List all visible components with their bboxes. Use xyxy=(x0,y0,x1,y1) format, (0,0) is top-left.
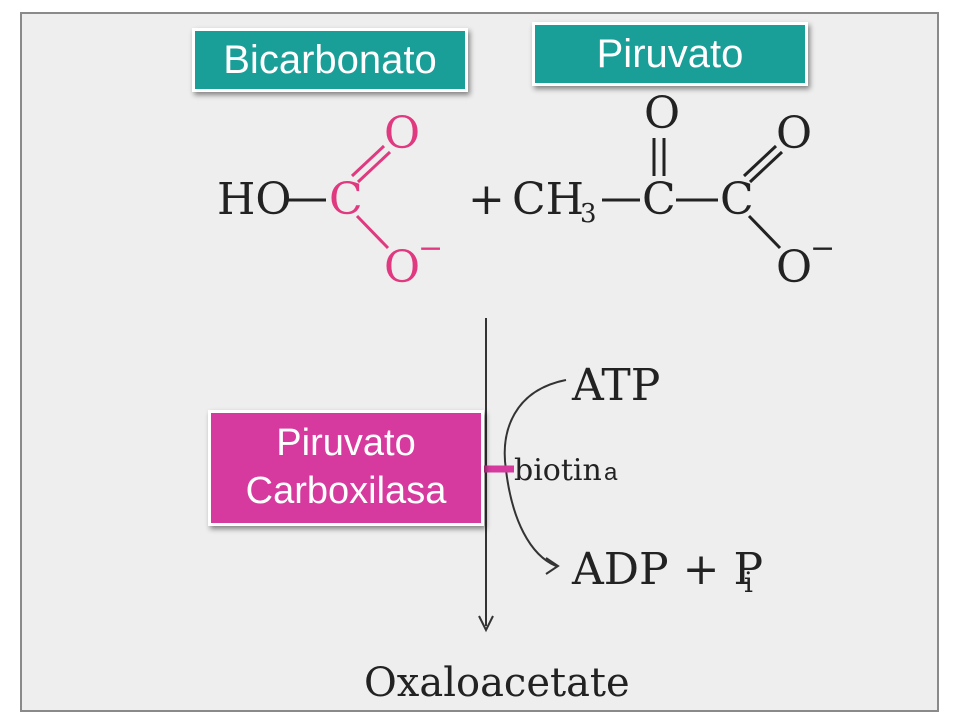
bicarbonate-double-bond-b xyxy=(356,150,392,184)
methyl-group: CH xyxy=(512,174,584,225)
bicarbonate-label: Bicarbonato xyxy=(223,38,437,82)
cofactor-arrowhead xyxy=(545,557,560,575)
enzyme-label-box: Piruvato Carboxilasa xyxy=(208,410,484,526)
carboxyl-double-bond-b xyxy=(748,150,784,184)
biotin-label: biotin xyxy=(514,453,602,488)
methyl-subscript: 3 xyxy=(580,199,597,229)
bicarbonate-single-bond xyxy=(355,214,390,250)
pyruvate-label: Piruvato xyxy=(596,32,744,76)
pi-subscript: i xyxy=(744,566,753,599)
bicarbonate-oxygen-bottom: O xyxy=(384,242,420,293)
pyruvate-carbon-2: C xyxy=(720,174,754,225)
adp-pi-label: ADP + P xyxy=(571,544,763,595)
bicarbonate-charge: − xyxy=(418,231,443,266)
reaction-arrowhead xyxy=(478,615,494,633)
pyruvate-carboxyl-oxygen-top: O xyxy=(776,108,812,159)
plus-sign: + xyxy=(468,174,505,225)
bicarbonate-double-bond-a xyxy=(350,144,386,178)
bicarbonate-oxygen-top: O xyxy=(384,108,420,159)
pyruvate-charge: − xyxy=(810,231,835,266)
enzyme-label-line1: Piruvato xyxy=(276,422,416,464)
ho-group: HO xyxy=(217,174,291,225)
carboxyl-single-bond xyxy=(747,214,782,250)
oxaloacetate-label: Oxaloacetate xyxy=(364,660,630,706)
pyruvate-carbon-1: C xyxy=(642,174,676,225)
bicarbonate-label-box: Bicarbonato xyxy=(192,28,468,92)
enzyme-label-line2: Carboxilasa xyxy=(245,470,447,512)
carboxyl-double-bond-a xyxy=(742,144,778,178)
pyruvate-label-box: Piruvato xyxy=(532,22,808,86)
atp-label: ATP xyxy=(571,360,660,411)
pyruvate-carboxyl-oxygen-bottom: O xyxy=(776,242,812,293)
pyruvate-ketone-oxygen: O xyxy=(644,88,680,139)
biotin-suffix: a xyxy=(604,459,618,486)
slide-frame xyxy=(20,12,939,712)
